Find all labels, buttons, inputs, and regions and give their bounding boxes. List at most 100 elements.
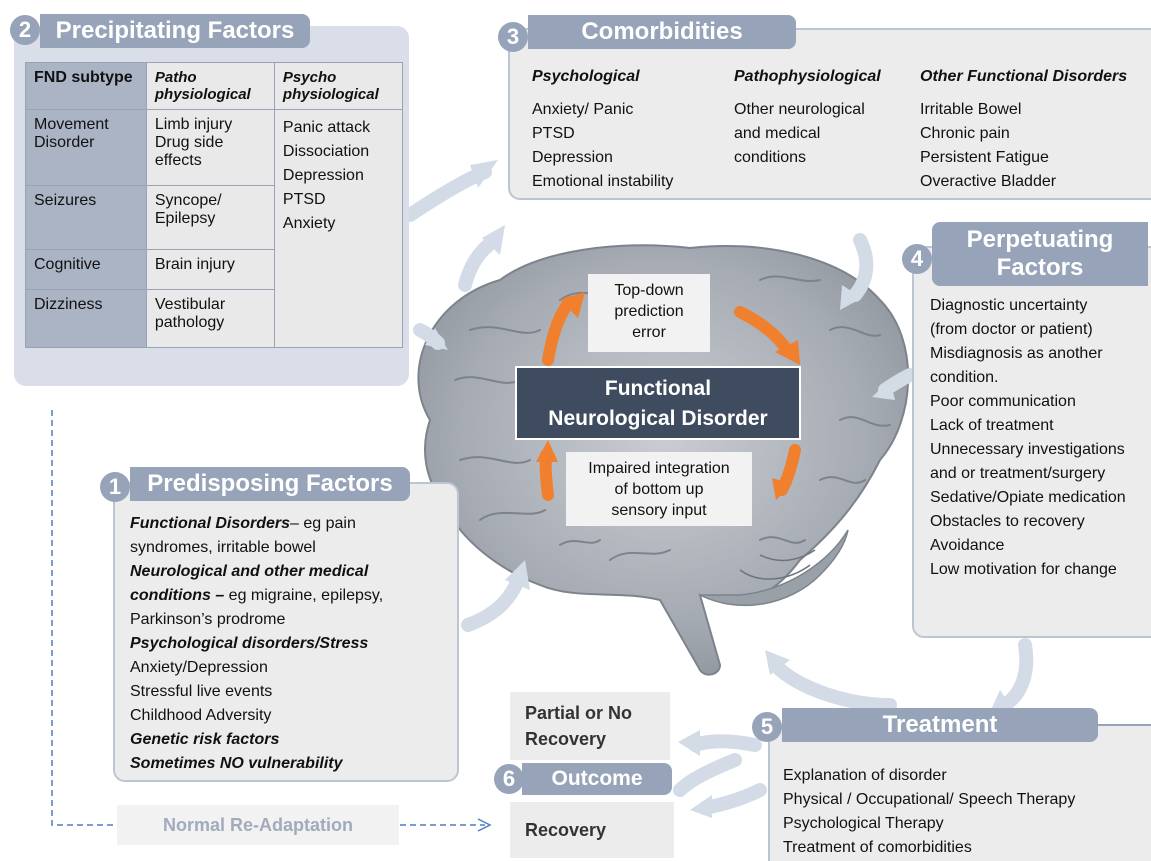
perpetuating-factors-panel	[912, 246, 1151, 638]
subtype-cell: Movement Disorder	[25, 109, 147, 186]
list-item: and or treatment/surgery	[930, 465, 1106, 482]
table-row: Seizures Syncope/ Epilepsy	[25, 185, 403, 250]
list-item: Poor communication	[930, 393, 1076, 410]
recovery-box: Recovery	[510, 802, 674, 858]
psycho-item: Dissociation	[282, 143, 370, 160]
subtype-cell: Dizziness	[25, 289, 147, 348]
comorbidities-col-pathophysiological: Pathophysiological Other neurological an…	[734, 66, 881, 170]
cerebellum	[699, 529, 849, 607]
list-item: Psychological Therapy	[783, 815, 944, 832]
perpetuating-factors-title: Perpetuating Factors	[932, 222, 1148, 286]
list-item: Diagnostic uncertainty	[930, 297, 1088, 314]
list-item: Emotional instability	[532, 173, 674, 190]
list-item: Functional Disorders– eg pain	[130, 515, 356, 532]
perpetuating-number-badge: 4	[902, 244, 932, 274]
list-item: conditions	[734, 149, 807, 166]
list-item: Parkinson’s prodrome	[130, 611, 286, 628]
list-item: Lack of treatment	[930, 417, 1054, 434]
list-item: Neurological and other medical	[130, 563, 369, 580]
patho-cell: Brain injury	[145, 249, 275, 290]
bottom-up-box: Impaired integration of bottom up sensor…	[566, 452, 752, 526]
list-item: Explanation of disorder	[783, 767, 947, 784]
table-header-row: FND subtype Patho physiological Psycho p…	[25, 62, 404, 110]
normal-readaptation-box: Normal Re-Adaptation	[117, 805, 399, 845]
list-item: Stressful live events	[130, 683, 273, 700]
list-item: Anxiety/ Panic	[532, 101, 634, 118]
list-item: condition.	[930, 369, 999, 386]
psycho-cell: Panic attack Dissociation Depression PTS…	[273, 109, 404, 348]
list-item: Unnecessary investigations	[930, 441, 1125, 458]
patho-cell: Limb injury Drug side effects	[145, 109, 275, 186]
top-down-box: Top-down prediction error	[588, 274, 710, 352]
center-fnd-box: Functional Neurological Disorder	[515, 366, 801, 440]
outcome-title: Outcome	[522, 763, 672, 795]
list-item: Physical / Occupational/ Speech Therapy	[783, 791, 1076, 808]
list-item: Persistent Fatigue	[920, 149, 1049, 166]
comorbidities-number-badge: 3	[498, 22, 528, 52]
center-title-line1: Functional	[604, 377, 712, 400]
table-row: Dizziness Vestibular pathology	[25, 289, 403, 348]
list-item: Chronic pain	[920, 125, 1010, 142]
list-item: conditions – eg migraine, epilepsy,	[130, 587, 384, 604]
perpetuating-list: Diagnostic uncertainty (from doctor or p…	[930, 294, 1151, 582]
predisposing-factors-title: Predisposing Factors	[130, 467, 410, 501]
list-item: Genetic risk factors	[130, 731, 280, 748]
list-item: Depression	[532, 149, 613, 166]
arrow-heads	[425, 160, 1012, 818]
header-psycho: Psycho physiological	[273, 62, 404, 110]
list-item: Other neurological	[734, 101, 865, 118]
list-item: syndromes, irritable bowel	[130, 539, 316, 556]
predisposing-number-badge: 1	[100, 472, 130, 502]
psycho-list: Panic attack Dissociation Depression PTS…	[283, 116, 394, 236]
comorbidities-col-psychological: Psychological Anxiety/ Panic PTSD Depres…	[532, 66, 673, 194]
psycho-item: Depression	[282, 167, 364, 184]
col-heading: Other Functional Disorders	[920, 68, 1128, 85]
treatment-header-line	[1098, 724, 1151, 726]
treatment-panel	[768, 724, 1151, 861]
precipitating-number-badge: 2	[10, 15, 40, 45]
treatment-number-badge: 5	[752, 712, 782, 742]
list-item: Irritable Bowel	[920, 101, 1022, 118]
col-heading: Pathophysiological	[734, 68, 881, 85]
list-item: Obstacles to recovery	[930, 513, 1085, 530]
list-item: PTSD	[532, 125, 575, 142]
comorbidities-panel	[508, 28, 1151, 200]
list-item: Overactive Bladder	[920, 173, 1057, 190]
predisposing-factors-panel	[113, 482, 459, 782]
list-item: (from doctor or patient)	[930, 321, 1093, 338]
treatment-title: Treatment	[782, 708, 1098, 742]
list-item: and medical	[734, 125, 821, 142]
list-item: Treatment of comorbidities	[783, 839, 972, 856]
center-title-line2: Neurological Disorder	[548, 407, 768, 430]
header-patho: Patho physiological	[145, 62, 275, 110]
fnd-subtype-table: FND subtype Patho physiological Psycho p…	[25, 62, 404, 348]
list-item: Anxiety/Depression	[130, 659, 268, 676]
table-row: Cognitive Brain injury	[25, 249, 403, 290]
list-item: Sometimes NO vulnerability	[130, 755, 343, 772]
predisposing-list: Functional Disorders– eg pain syndromes,…	[130, 512, 383, 776]
list-item: Avoidance	[930, 537, 1005, 554]
list-item: Low motivation for change	[930, 561, 1117, 578]
subtype-cell: Cognitive	[25, 249, 147, 290]
patho-cell: Syncope/ Epilepsy	[145, 185, 275, 250]
perpetuating-title-line1: Perpetuating	[966, 226, 1114, 254]
perpetuating-title-line2: Factors	[996, 254, 1084, 281]
comorbidities-col-other-functional: Other Functional Disorders Irritable Bow…	[920, 66, 1127, 194]
psycho-item: Panic attack	[282, 119, 371, 136]
psycho-item: PTSD	[282, 191, 326, 208]
orange-arrow-heads	[536, 292, 800, 500]
outcome-number-badge: 6	[494, 764, 524, 794]
col-heading: Psychological	[532, 68, 640, 85]
list-item: Childhood Adversity	[130, 707, 272, 724]
comorbidities-title: Comorbidities	[528, 15, 796, 49]
table-row: Movement Disorder Limb injury Drug side …	[25, 109, 404, 348]
dashed-readaptation-line	[51, 410, 492, 832]
precipitating-factors-title: Precipitating Factors	[40, 14, 310, 48]
subtype-cell: Seizures	[25, 185, 147, 250]
list-item: Misdiagnosis as another	[930, 345, 1103, 362]
list-item: Psychological disorders/Stress	[130, 635, 369, 652]
treatment-list: Explanation of disorder Physical / Occup…	[783, 764, 1075, 860]
psycho-item: Anxiety	[282, 215, 336, 232]
header-fnd-subtype: FND subtype	[25, 62, 147, 110]
partial-recovery-box: Partial or No Recovery	[510, 692, 670, 760]
